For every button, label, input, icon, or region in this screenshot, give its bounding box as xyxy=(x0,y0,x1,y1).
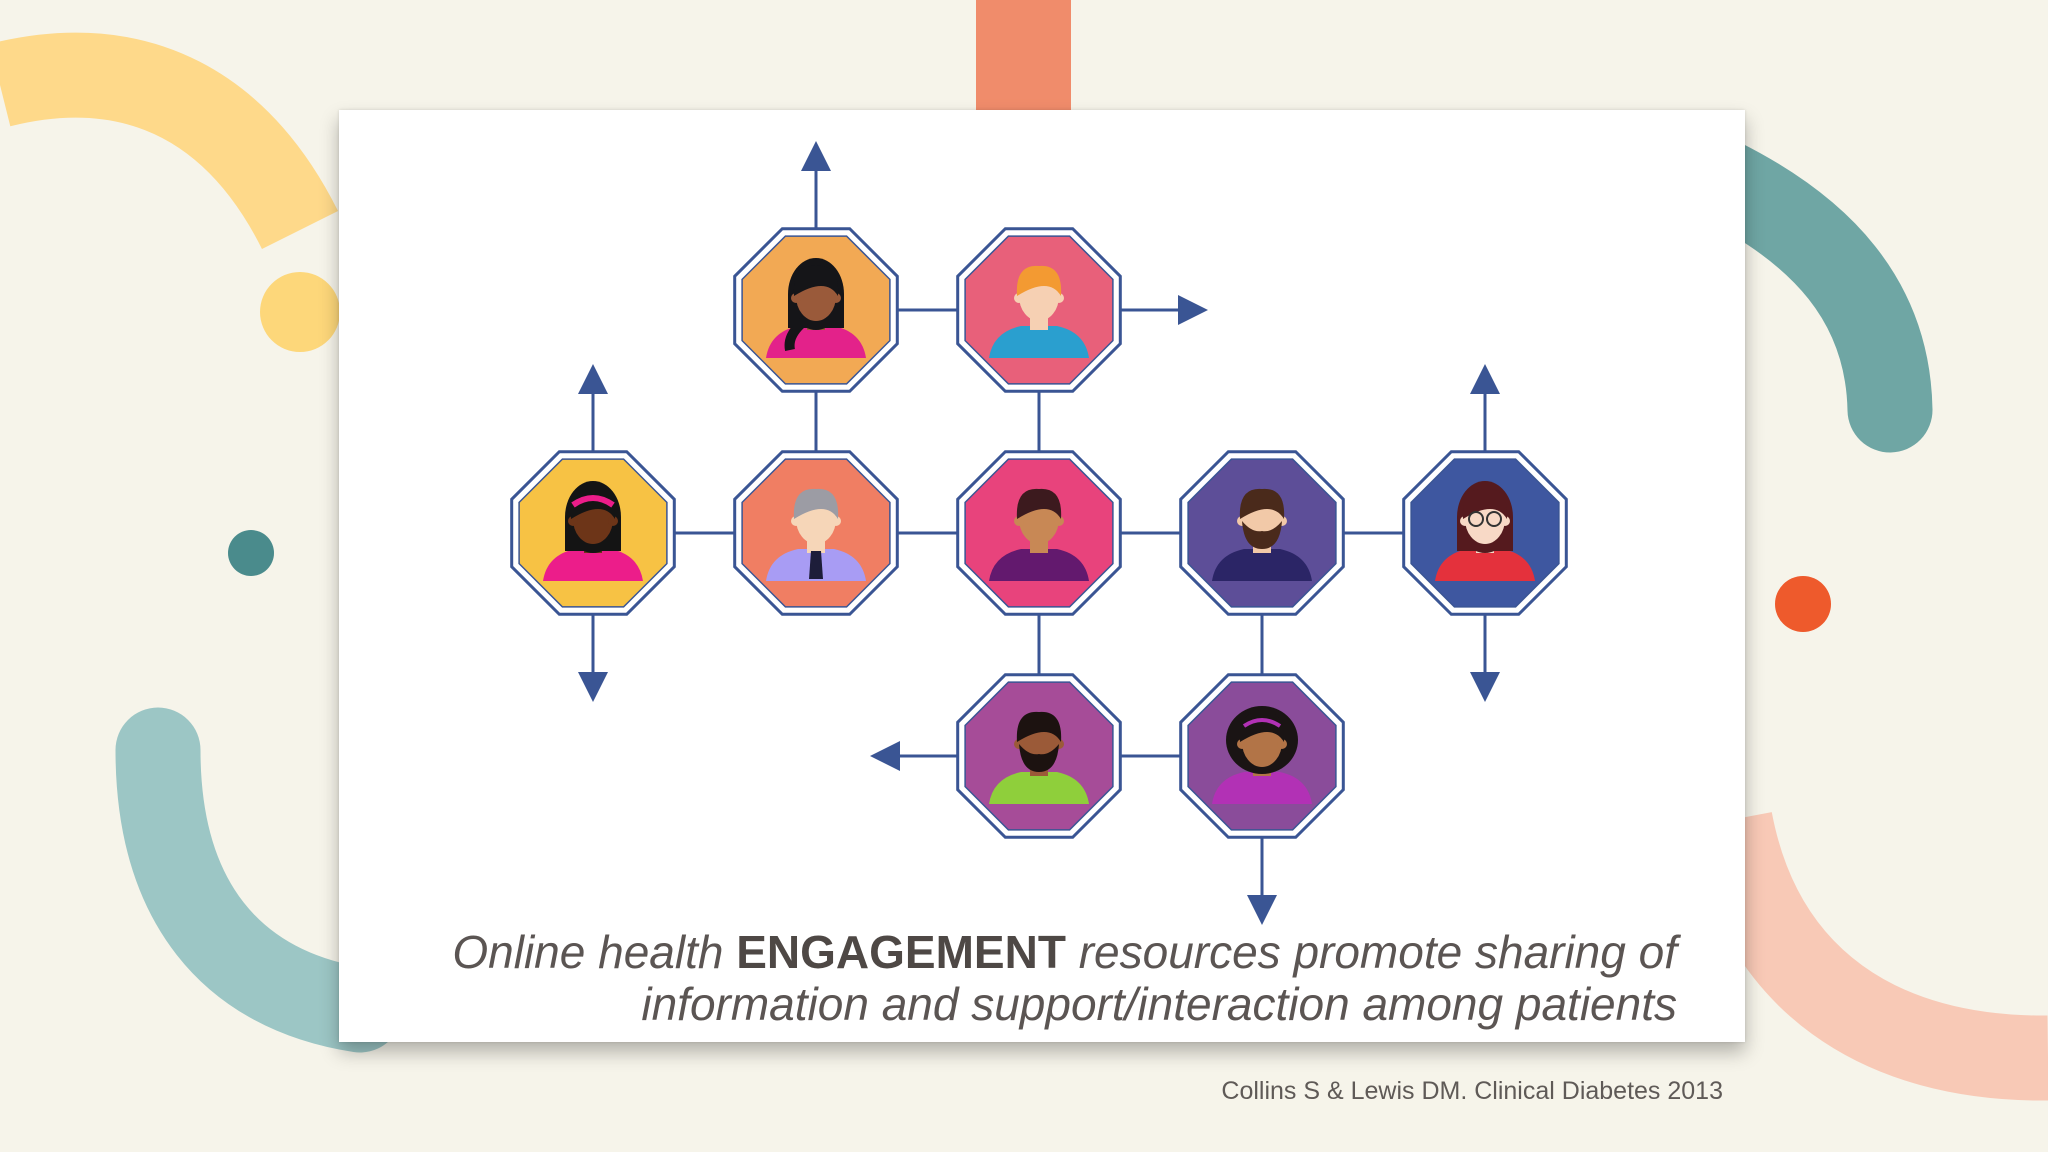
hair xyxy=(1239,488,1285,519)
caption-emphasis: ENGAGEMENT xyxy=(736,926,1066,978)
yellow-arc xyxy=(0,32,339,250)
caption-line-2: information and support/interaction amon… xyxy=(641,978,1677,1030)
glasses xyxy=(1486,511,1502,527)
beard xyxy=(1019,744,1059,772)
shirt xyxy=(989,772,1089,804)
node-man-orange-hair xyxy=(956,227,1122,393)
ear xyxy=(1014,516,1024,526)
caption-text-start: Online health xyxy=(452,926,724,978)
teal-dot xyxy=(228,530,274,576)
node-woman-curly-hair xyxy=(1179,673,1345,839)
headband xyxy=(571,495,615,508)
shirt xyxy=(989,549,1089,581)
ear xyxy=(1277,739,1287,749)
node-woman-headband xyxy=(510,450,676,616)
glasses xyxy=(1468,511,1484,527)
shirt xyxy=(543,549,643,581)
ear xyxy=(568,516,578,526)
teal-arc-left xyxy=(115,707,403,1053)
yellow-arc-end xyxy=(260,272,340,352)
ear xyxy=(1500,516,1510,526)
shirt xyxy=(989,326,1089,358)
ear xyxy=(831,293,841,303)
teal-arc-right xyxy=(1677,137,1933,453)
hair xyxy=(570,488,616,519)
hair xyxy=(1016,711,1062,742)
ear xyxy=(1460,516,1470,526)
peach-arc xyxy=(1688,811,2048,1101)
caption-line-1: Online health ENGAGEMENT resources promo… xyxy=(317,926,1677,978)
caption: Online health ENGAGEMENT resources promo… xyxy=(317,926,1677,1030)
node-woman-glasses xyxy=(1402,450,1568,616)
headband xyxy=(1242,718,1282,728)
shirt xyxy=(1435,549,1535,581)
salmon-bar xyxy=(976,0,1071,115)
shirt xyxy=(1212,549,1312,581)
ear xyxy=(1054,293,1064,303)
node-bearded-man xyxy=(1179,450,1345,616)
patient-nodes xyxy=(510,227,1568,839)
node-woman-short-hair xyxy=(956,450,1122,616)
beard xyxy=(1242,521,1282,549)
hair xyxy=(1239,711,1285,742)
hair xyxy=(793,488,839,519)
node-older-man-tie xyxy=(733,450,899,616)
shirt xyxy=(1212,772,1312,804)
node-man-beard-green xyxy=(956,673,1122,839)
node-woman-ponytail xyxy=(733,227,899,393)
patient-network-diagram xyxy=(510,141,1568,925)
ear xyxy=(791,516,801,526)
tie xyxy=(809,551,823,579)
citation: Collins S & Lewis DM. Clinical Diabetes … xyxy=(1221,1077,1723,1105)
orange-dot xyxy=(1775,576,1831,632)
ear xyxy=(608,516,618,526)
ear xyxy=(831,516,841,526)
hair xyxy=(1016,265,1062,296)
ear xyxy=(1014,293,1024,303)
ear xyxy=(1237,739,1247,749)
caption-text-end: resources promote sharing of xyxy=(1078,926,1677,978)
hair xyxy=(1016,488,1062,519)
ear xyxy=(1054,516,1064,526)
ear xyxy=(791,293,801,303)
slide-card: Online health ENGAGEMENT resources promo… xyxy=(339,110,1745,1042)
hair xyxy=(793,265,839,296)
